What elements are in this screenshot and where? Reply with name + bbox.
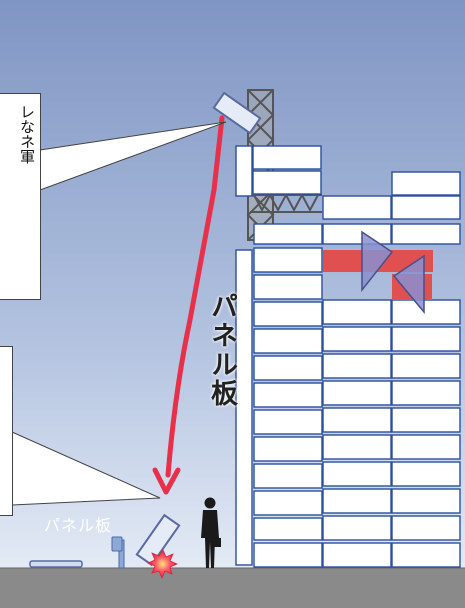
person-icon — [201, 497, 221, 568]
callout-text-upper: レなネ軍 — [18, 104, 36, 164]
bench-icon — [29, 560, 83, 568]
ground — [0, 568, 465, 608]
vertical-panel-label: パネル板 — [206, 292, 237, 408]
callout-box-upper: レなネ軍 — [0, 93, 41, 300]
callout-pointers — [11, 121, 227, 506]
valve-icon — [361, 230, 425, 315]
callout-box-lower — [0, 346, 13, 516]
building — [235, 145, 461, 568]
impact-burst-icon — [146, 549, 179, 580]
falling-arrow — [152, 115, 225, 495]
falling-panel-icon — [212, 91, 262, 135]
post-icon — [111, 536, 125, 569]
ground-panel-icon — [135, 513, 181, 567]
ground-panel-label: パネル板 — [44, 516, 113, 535]
